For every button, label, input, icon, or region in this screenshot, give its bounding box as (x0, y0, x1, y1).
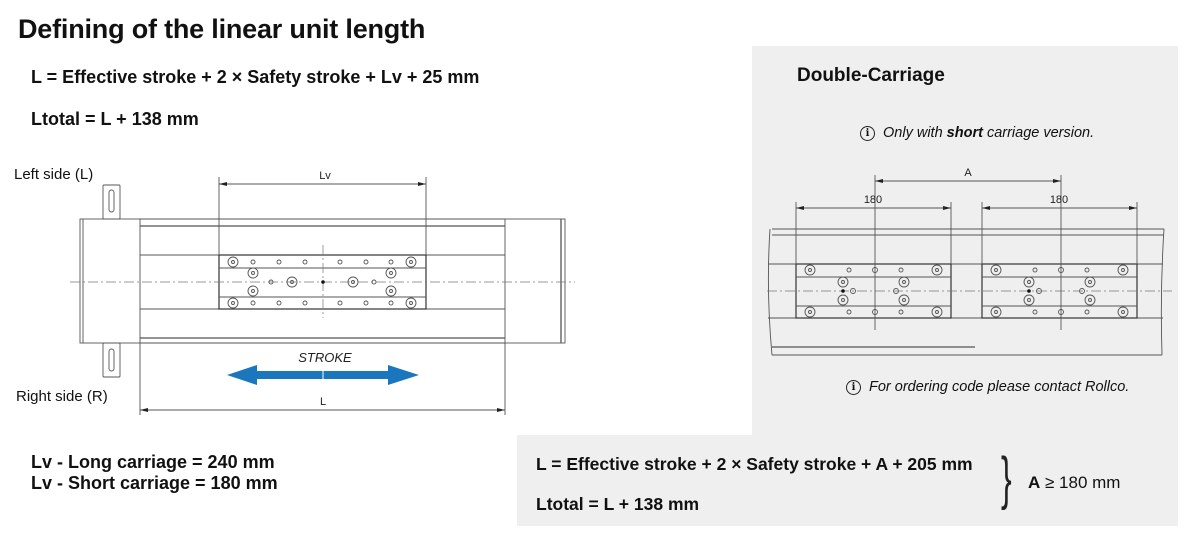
page-title: Defining of the linear unit length (18, 14, 426, 44)
short-version-note: i Only with short carriage version. (860, 125, 1094, 141)
brace-symbol: } (1001, 446, 1012, 511)
single-carriage-drawing: Lv L STROKE (70, 170, 575, 415)
long-carriage-length: Lv - Long carriage = 240 mm (31, 452, 275, 472)
a-condition: A ≥ 180 mm (1028, 473, 1121, 492)
dim-lv-label: Lv (319, 170, 331, 182)
right-side-label: Right side (R) (16, 388, 108, 405)
formula-length: L = Effective stroke + 2 × Safety stroke… (31, 67, 480, 87)
dim-l-label: L (320, 396, 326, 408)
short-carriage-length: Lv - Short carriage = 180 mm (31, 473, 278, 493)
formula-total-length: Ltotal = L + 138 mm (31, 109, 199, 129)
dim-180-right-label: 180 (1050, 194, 1068, 206)
double-carriage-drawing: A 180 180 (767, 167, 1172, 356)
ordering-code-note: i For ordering code please contact Rollc… (846, 379, 1129, 395)
info-icon: i (860, 125, 875, 141)
double-carriage-title: Double-Carriage (797, 65, 945, 86)
info-icon: i (846, 379, 861, 395)
stroke-label: STROKE (298, 350, 352, 365)
left-side-label: Left side (L) (14, 166, 94, 183)
double-carriage-panel (752, 46, 1178, 441)
double-formula-length: L = Effective stroke + 2 × Safety stroke… (536, 454, 973, 474)
dim-180-left-label: 180 (864, 194, 882, 206)
dim-a-label: A (964, 167, 972, 179)
carriage-length-list: Lv - Long carriage = 240 mm Lv - Short c… (31, 452, 278, 494)
double-carriage-formula-panel (517, 435, 1178, 526)
double-formula-total-length: Ltotal = L + 138 mm (536, 494, 700, 514)
